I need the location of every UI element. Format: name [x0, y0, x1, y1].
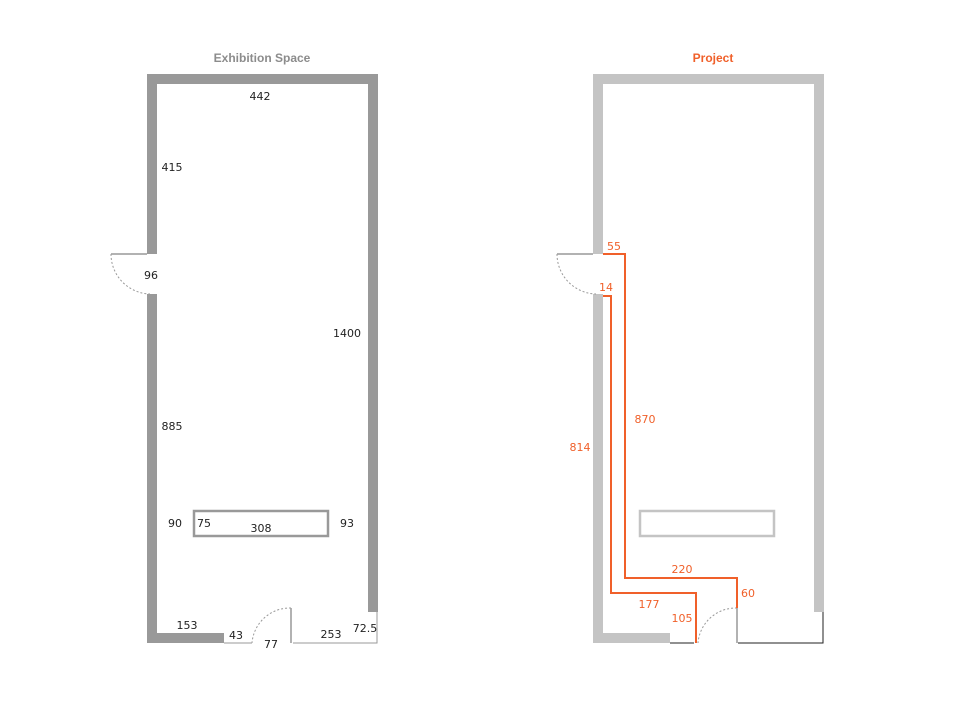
dim-bottom-right-wall: 253: [321, 628, 342, 641]
right-wall: [368, 74, 378, 612]
bottom-right-thin-wall: [293, 612, 378, 644]
display-table: [192, 509, 330, 538]
corridor-inner-line: [603, 295, 697, 643]
dim-entry-width: 55: [607, 240, 621, 253]
upper-left-wall: [593, 74, 603, 254]
bottom-door: [697, 607, 738, 644]
door-swing-arc: [556, 253, 597, 295]
walls: [147, 74, 378, 643]
project-plan: Project: [556, 51, 824, 644]
dim-bottom-door: 77: [264, 638, 278, 651]
top-wall: [147, 74, 378, 84]
door-swing-arc: [697, 607, 738, 644]
dim-lower-left-wall: 885: [162, 420, 183, 433]
dim-step-bottom: 177: [639, 598, 660, 611]
lower-left-wall: [147, 294, 157, 643]
dim-top-width: 442: [250, 90, 271, 103]
dim-table-length: 308: [251, 522, 272, 535]
project-title: Project: [693, 51, 734, 65]
bottom-left-wall: [593, 633, 670, 643]
bottom-right-thin: [738, 612, 824, 644]
right-wall: [814, 74, 824, 612]
dim-exit-width: 105: [672, 612, 693, 625]
lower-left-wall: [593, 294, 603, 643]
dim-step-top: 220: [672, 563, 693, 576]
bottom-left-wall: [147, 633, 224, 643]
dim-upper-left-wall: 415: [162, 161, 183, 174]
dim-door-width: 96: [144, 269, 158, 282]
project-corridor: [603, 253, 738, 643]
dim-bottom-jamb: 43: [229, 629, 243, 642]
bottom-door: [251, 607, 292, 644]
dim-right-wall: 1400: [333, 327, 361, 340]
left-door: [556, 253, 597, 295]
dim-bottom-right-corner: 72.5: [353, 622, 378, 635]
exhibition-space-title: Exhibition Space: [214, 51, 311, 65]
dimension-labels: 55 14 870 814 220 60 177 105: [570, 240, 756, 625]
corridor-outer-line: [603, 253, 738, 608]
dim-bottom-left-wall: 153: [177, 619, 198, 632]
dimension-labels: 442 415 96 1400 885 90 75 308 93 153 43 …: [144, 90, 377, 651]
dim-table-left-gap: 90: [168, 517, 182, 530]
top-wall: [593, 74, 824, 84]
door-swing-arc: [251, 607, 292, 644]
exhibition-space-plan: Exhibition Space 442 415 96: [110, 51, 378, 651]
dim-long-left: 814: [570, 441, 591, 454]
walls: [593, 74, 824, 643]
dim-table-depth: 75: [197, 517, 211, 530]
dim-table-right-gap: 93: [340, 517, 354, 530]
dim-step-right: 60: [741, 587, 755, 600]
left-door: [110, 253, 151, 295]
upper-left-wall: [147, 74, 157, 254]
bottom-thin-walls: [670, 612, 824, 644]
dim-entry-offset: 14: [599, 281, 613, 294]
dim-long-right: 870: [635, 413, 656, 426]
display-table: [638, 509, 776, 538]
